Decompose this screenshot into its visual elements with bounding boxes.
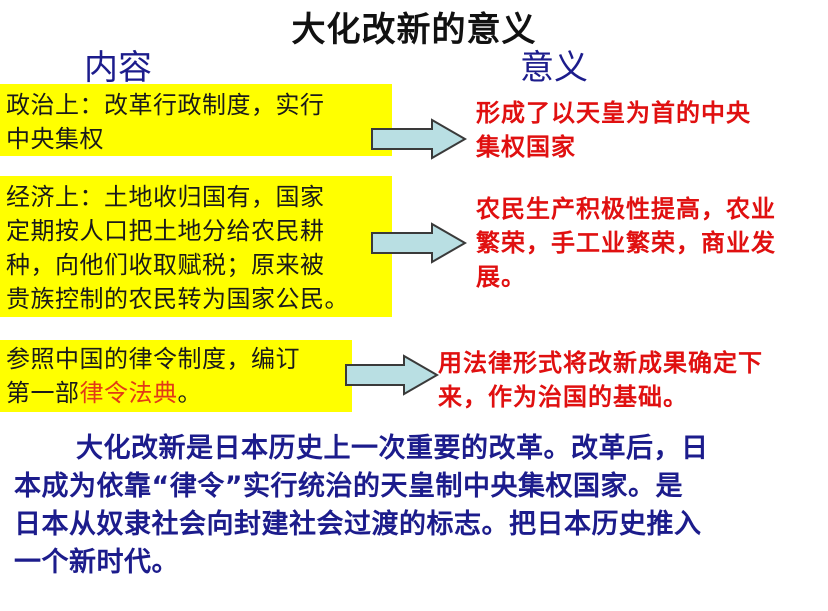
content-line: 定期按人口把土地分给农民耕 xyxy=(6,217,325,245)
content-line: 贵族控制的农民转为国家公民。 xyxy=(6,285,349,313)
content-line: 第一部律令法典。 xyxy=(6,376,352,410)
right-arrow-icon xyxy=(371,222,468,264)
significance-line: 形成了以天皇为首的中央 xyxy=(476,99,751,127)
summary-line: 大化改新是日本历史上一次重要的改革。改革后，日 xyxy=(14,430,822,468)
significance-line: 农民生产积极性提高，农业 xyxy=(476,195,776,223)
content-line: 中央集权 xyxy=(6,125,104,153)
significance-line: 集权国家 xyxy=(476,133,576,161)
slide-title: 大化改新的意义 xyxy=(291,10,537,50)
summary-text: 大化改新是日本历史上一次重要的改革。改革后，日 xyxy=(76,433,709,464)
legal-code-highlight: 律令法典 xyxy=(79,379,178,407)
significance-line: 展。 xyxy=(476,263,526,291)
right-arrow-icon xyxy=(371,118,468,160)
summary-paragraph: 大化改新是日本历史上一次重要的改革。改革后，日 本成为依靠“律令”实行统治的天皇… xyxy=(14,430,822,582)
legal-significance-text: 用法律形式将改新成果确定下 来，作为治国的基础。 xyxy=(438,346,818,414)
legal-reform-box: 参照中国的律令制度，编订 第一部律令法典。 xyxy=(0,340,352,412)
content-line: 政治上：改革行政制度，实行 xyxy=(6,91,325,119)
significance-line: 用法律形式将改新成果确定下 xyxy=(438,349,763,377)
political-reform-box: 政治上：改革行政制度，实行 中央集权 xyxy=(0,84,392,156)
significance-line: 繁荣，手工业繁荣，商业发 xyxy=(476,229,776,257)
content-line: 种，向他们收取赋税；原来被 xyxy=(6,251,325,279)
significance-column-header: 意义 xyxy=(520,48,588,88)
content-text: 第一部 xyxy=(6,379,80,407)
economic-reform-box: 经济上：土地收归国有，国家 定期按人口把土地分给农民耕 种，向他们收取赋税；原来… xyxy=(0,176,392,317)
political-significance-text: 形成了以天皇为首的中央 集权国家 xyxy=(476,96,806,164)
content-tail: 。 xyxy=(177,379,202,407)
summary-line: 一个新时代。 xyxy=(14,547,179,578)
content-line: 参照中国的律令制度，编订 xyxy=(6,345,300,373)
summary-line: 本成为依靠“律令”实行统治的天皇制中央集权国家。是 xyxy=(14,471,683,502)
content-column-header: 内容 xyxy=(84,48,152,88)
significance-line: 来，作为治国的基础。 xyxy=(438,383,688,411)
content-line: 经济上：土地收归国有，国家 xyxy=(6,183,325,211)
right-arrow-icon xyxy=(345,354,440,396)
economic-significance-text: 农民生产积极性提高，农业 繁荣，手工业繁荣，商业发 展。 xyxy=(476,192,816,294)
summary-line: 日本从奴隶社会向封建社会过渡的标志。把日本历史推入 xyxy=(14,509,702,540)
